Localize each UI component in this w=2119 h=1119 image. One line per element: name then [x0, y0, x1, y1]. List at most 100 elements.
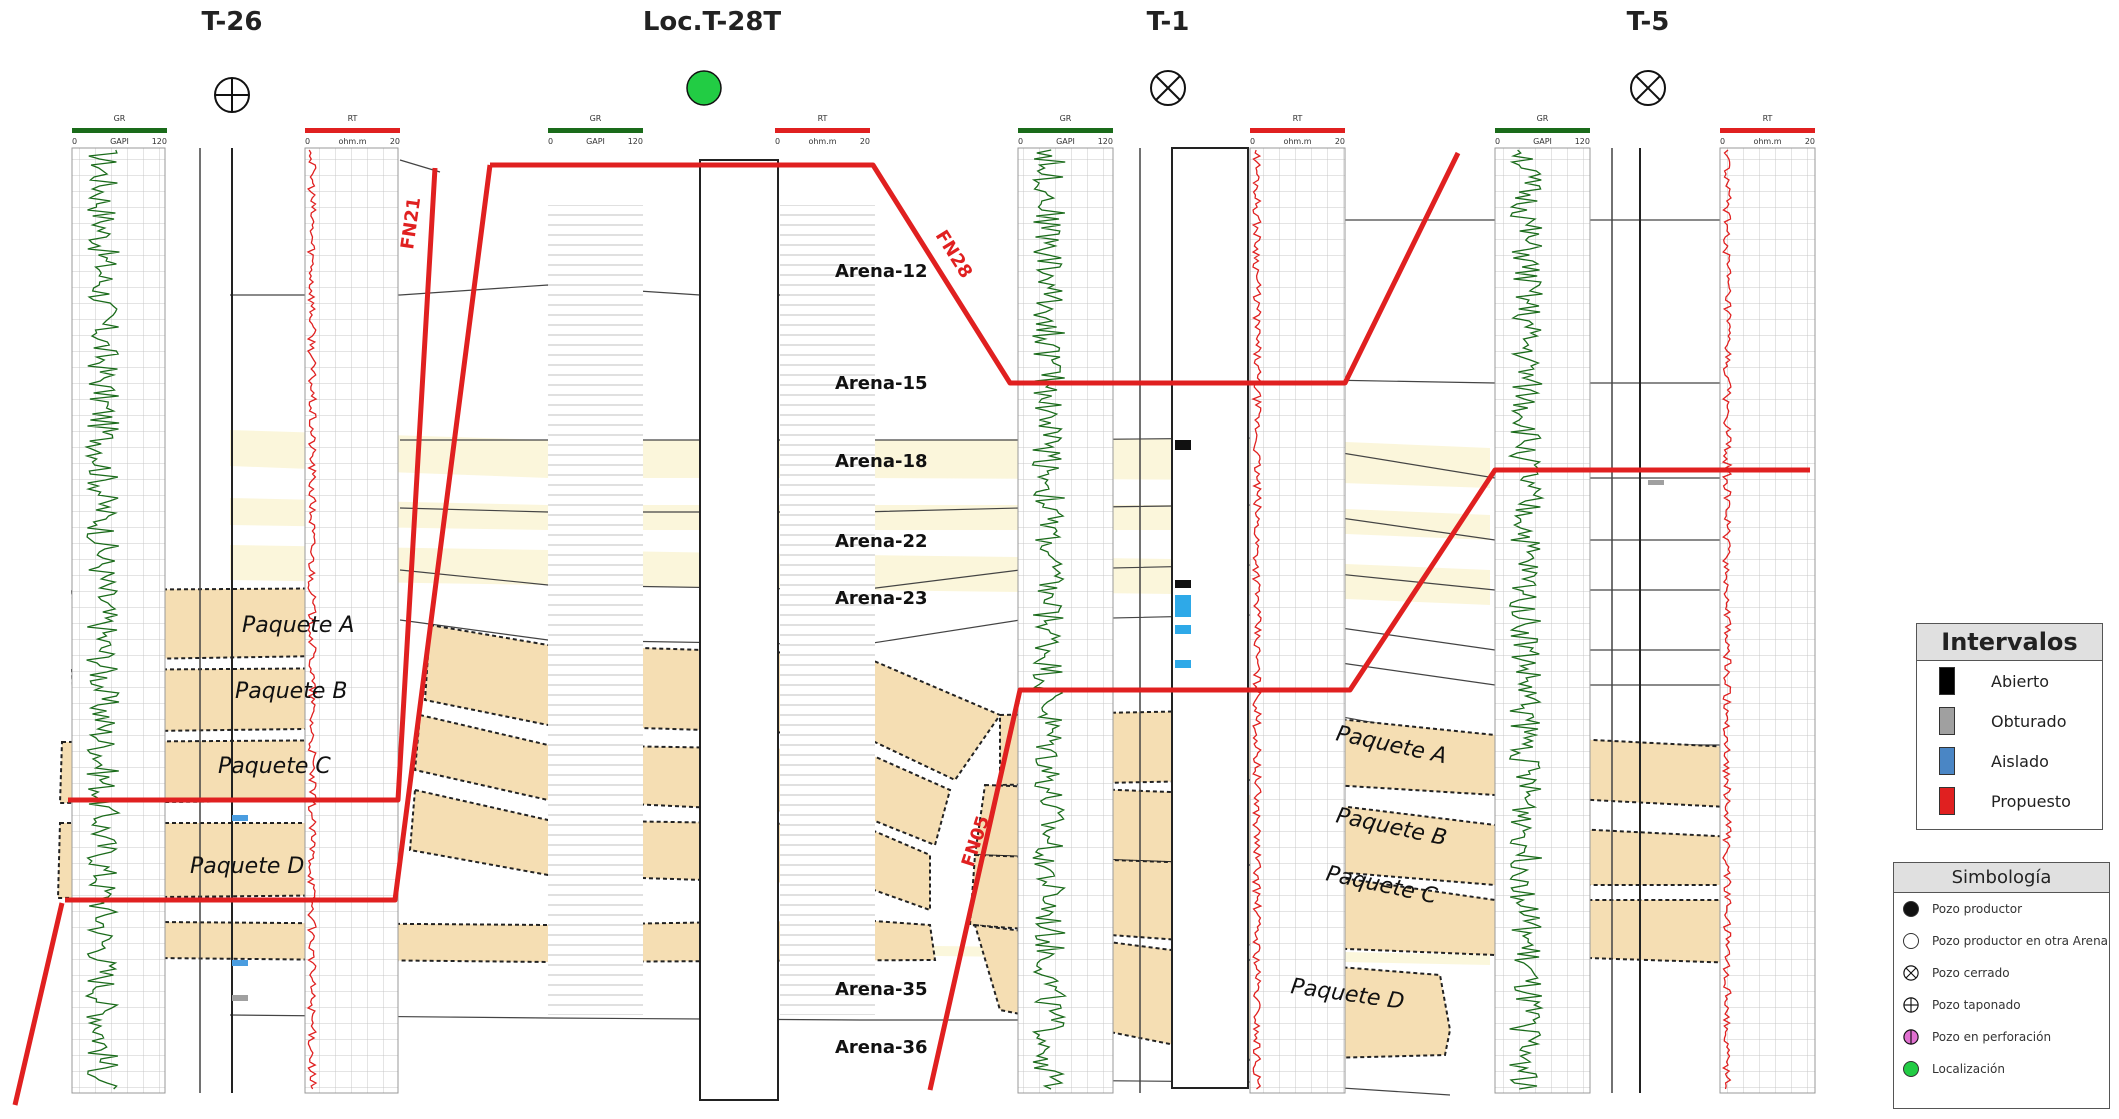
fault-fn21-tail	[12, 902, 65, 1106]
well-t5-tracks	[1494, 147, 1816, 1094]
legend-title: Intervalos	[1917, 624, 2102, 661]
track-max: 120	[152, 137, 167, 146]
track-unit: ohm.m	[808, 137, 836, 146]
track-max: 20	[1805, 137, 1815, 146]
track-name: GR	[590, 114, 602, 123]
track-unit: ohm.m	[1283, 137, 1311, 146]
track-name: GR	[1537, 114, 1549, 123]
legend-item-label: Pozo taponado	[1932, 998, 2021, 1012]
legend-item-label: Propuesto	[1991, 791, 2071, 811]
rt-track	[304, 147, 399, 1094]
interval-isolated	[1175, 595, 1191, 617]
track-min: 0	[548, 137, 553, 146]
legend-intervalos: Intervalos Abierto Obturado Aislado Prop…	[1916, 623, 2103, 830]
faults	[12, 151, 1810, 1106]
legend-item: Localización	[1894, 1053, 2109, 1085]
well-name: T-5	[1627, 7, 1670, 37]
legend-item: Pozo productor	[1894, 893, 2109, 925]
interval-isolated	[1175, 660, 1191, 668]
well-name: T-26	[202, 7, 263, 37]
track-max: 120	[628, 137, 643, 146]
well-name: T-1	[1147, 7, 1190, 37]
legend-item: Pozo en perforación	[1894, 1021, 2109, 1053]
track-min: 0	[1018, 137, 1023, 146]
legend-simbologia: Simbología Pozo productor Pozo productor…	[1893, 862, 2110, 1109]
track-color-bar	[548, 128, 643, 133]
well-t26-tracks	[71, 147, 399, 1094]
fault-fn28	[490, 151, 1461, 386]
fault-fn21	[68, 167, 438, 803]
plugged-well-icon	[1902, 996, 1920, 1014]
legend-item-label: Pozo cerrado	[1932, 966, 2010, 980]
arena-label: Arena-18	[835, 451, 928, 472]
track-name: RT	[818, 114, 828, 123]
track-color-bar	[1495, 128, 1590, 133]
legend-item-obturado: Obturado	[1917, 701, 2102, 741]
legend-title: Simbología	[1894, 863, 2109, 893]
track-color-bar	[775, 128, 870, 133]
gr-track	[1017, 147, 1114, 1094]
legend-item-label: Pozo productor	[1932, 902, 2023, 916]
track-min: 0	[775, 137, 780, 146]
rt-curve	[1721, 149, 1733, 1090]
fault-fn21-lower	[65, 164, 493, 903]
track-color-bar	[305, 128, 400, 133]
track-name: RT	[348, 114, 358, 123]
location-icon	[1902, 1060, 1920, 1078]
track-unit: GAPI	[1056, 137, 1075, 146]
track-color-bar	[72, 128, 167, 133]
legend-item: Pozo taponado	[1894, 989, 2109, 1021]
interval-isolated	[1175, 625, 1191, 634]
track-unit: GAPI	[1533, 137, 1552, 146]
plugged-swatch-icon	[1939, 707, 1955, 735]
track-min: 0	[1720, 137, 1725, 146]
well-t1-tracks	[1017, 147, 1346, 1094]
rt-curve	[1251, 149, 1263, 1090]
track-max: 20	[1335, 137, 1345, 146]
package-label: Paquete A	[242, 613, 354, 638]
gr-track-header: GR 0 GAPI 120	[1018, 114, 1113, 146]
legend-item-propuesto: Propuesto	[1917, 781, 2102, 821]
rt-track	[1719, 147, 1816, 1094]
log-curves	[84, 149, 1733, 1090]
gr-track	[71, 147, 166, 1094]
package-label: Paquete B	[235, 679, 347, 704]
closed-well-icon	[1630, 70, 1666, 106]
arena-label: Arena-35	[835, 979, 928, 1000]
fault-fn05	[927, 467, 1810, 1091]
track-min: 0	[72, 137, 77, 146]
fault-label: FN21	[397, 196, 425, 251]
legend-item-label: Obturado	[1991, 711, 2067, 731]
proposed-swatch-icon	[1939, 787, 1955, 815]
legend-item-label: Pozo productor en otra Arena	[1932, 934, 2109, 948]
track-color-bar	[1250, 128, 1345, 133]
track-name: GR	[1060, 114, 1072, 123]
gr-curve	[84, 149, 121, 1090]
track-max: 20	[860, 137, 870, 146]
rt-track-header: RT 0 ohm.m 20	[775, 114, 870, 146]
track-max: 120	[1575, 137, 1590, 146]
gr-track-header: GR 0 GAPI 120	[548, 114, 643, 146]
track-name: RT	[1293, 114, 1303, 123]
track-max: 20	[390, 137, 400, 146]
track-unit: GAPI	[110, 137, 129, 146]
drilling-well-icon	[1902, 1028, 1920, 1046]
package-label: Paquete C	[218, 754, 331, 779]
legend-item: Pozo cerrado	[1894, 957, 2109, 989]
well-t28-tracks	[548, 159, 875, 1101]
legend-item-label: Abierto	[1991, 671, 2050, 691]
plugged-well-icon	[214, 77, 250, 113]
isolated-swatch-icon	[1939, 747, 1955, 775]
fault-label: FN28	[931, 227, 977, 283]
track-unit: GAPI	[586, 137, 605, 146]
track-unit: ohm.m	[1753, 137, 1781, 146]
track-max: 120	[1098, 137, 1113, 146]
rt-curve	[306, 149, 318, 1090]
arena-label: Arena-22	[835, 531, 928, 552]
